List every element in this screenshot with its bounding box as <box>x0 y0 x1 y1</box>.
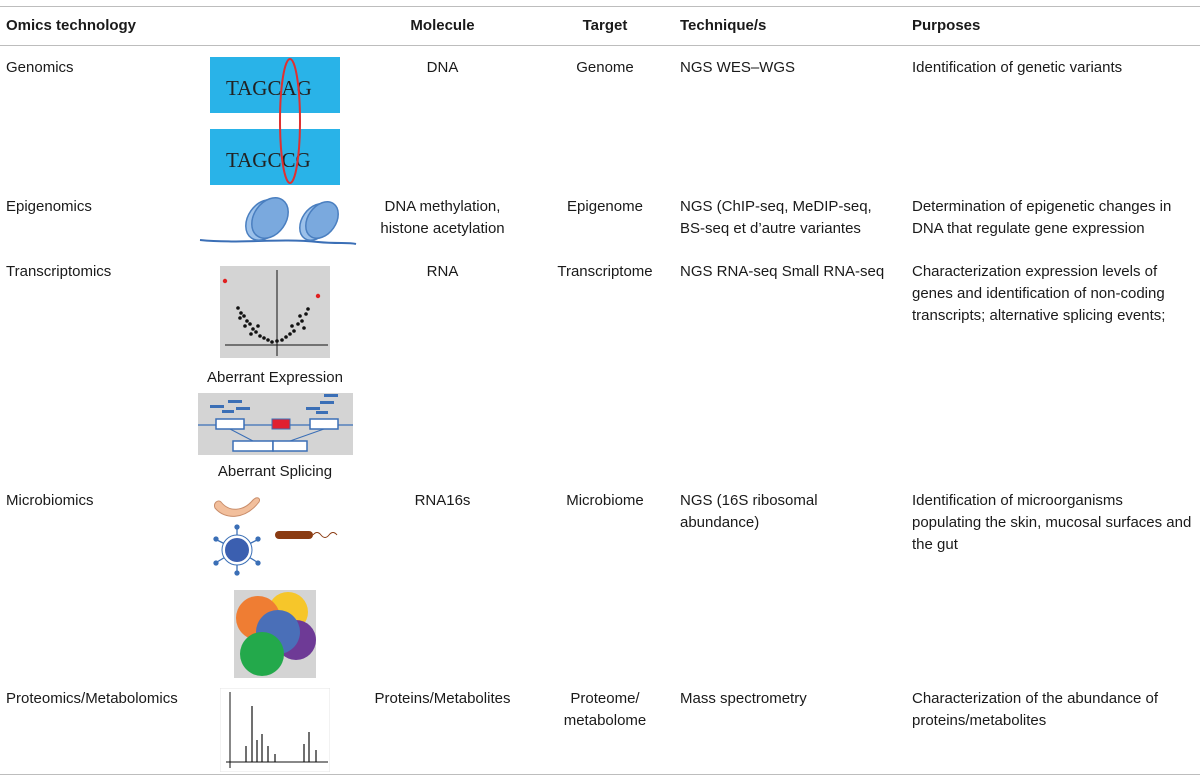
genomics-sequence-figure: TAGCAG TAGCCG <box>210 57 340 185</box>
row-epigenomics-target: Epigenome <box>567 198 643 215</box>
row-proteomics-purpose: Characterization of the abundance of pro… <box>912 690 1158 729</box>
header-molecule: Molecule <box>410 17 475 34</box>
table-top-rule <box>0 6 1200 7</box>
splicing-figure <box>198 393 353 455</box>
header-purposes: Purposes <box>912 17 981 34</box>
aberrant-splicing-label: Aberrant Splicing <box>217 463 333 480</box>
microbes-figure <box>213 497 338 576</box>
row-microbiomics-technology: Microbiomics <box>6 492 94 509</box>
row-transcriptomics-target: Transcriptome <box>557 263 653 280</box>
aberrant-expression-label: Aberrant Expression <box>207 369 343 386</box>
row-microbiomics-purpose: Identification of microorganisms populat… <box>912 492 1192 553</box>
row-genomics-technology: Genomics <box>6 59 74 76</box>
header-technology: Omics technology <box>6 17 137 34</box>
row-genomics-target: Genome <box>576 59 634 76</box>
header-target: Target <box>582 17 628 34</box>
row-genomics-technique: NGS WES–WGS <box>680 59 796 76</box>
row-proteomics-technology: Proteomics/Metabolomics <box>6 690 178 707</box>
microbiome-diversity-figure <box>234 590 316 678</box>
row-proteomics-molecule: Proteins/Metabolites <box>374 690 511 707</box>
row-transcriptomics-purpose: Characterization expression levels of ge… <box>912 263 1166 324</box>
row-epigenomics-molecule: DNA methylation, histone acetylation <box>380 198 505 237</box>
nucleosome-figure <box>199 197 357 245</box>
row-genomics-purpose: Identification of genetic variants <box>912 59 1123 76</box>
row-proteomics-target: Proteome/ metabolome <box>563 690 647 729</box>
row-epigenomics-purpose: Determination of epigenetic changes in D… <box>912 198 1172 237</box>
header-techniques: Technique/s <box>680 17 767 34</box>
row-transcriptomics-molecule: RNA <box>426 263 459 280</box>
row-transcriptomics-technology: Transcriptomics <box>6 263 112 280</box>
variant-highlight-ellipse <box>279 58 301 184</box>
row-genomics-molecule: DNA <box>426 59 459 76</box>
row-microbiomics-molecule: RNA16s <box>414 492 471 509</box>
row-epigenomics-technology: Epigenomics <box>6 198 92 215</box>
row-transcriptomics-technique: NGS RNA-seq Small RNA-seq <box>680 263 885 280</box>
row-proteomics-technique: Mass spectrometry <box>680 690 807 707</box>
table-bottom-rule <box>0 774 1200 775</box>
volcano-plot-figure <box>220 266 330 358</box>
header-bottom-rule <box>0 45 1200 46</box>
row-microbiomics-target: Microbiome <box>566 492 644 509</box>
row-microbiomics-technique: NGS (16S ribosomal abundance) <box>680 492 818 531</box>
row-epigenomics-technique: NGS (ChIP-seq, MeDIP-seq, BS-seq et d’au… <box>680 198 872 237</box>
mass-spectrum-figure <box>220 688 330 772</box>
